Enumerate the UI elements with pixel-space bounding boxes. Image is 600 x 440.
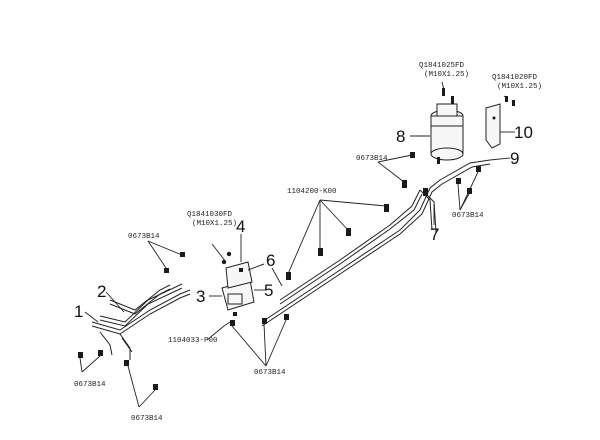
part-number-8: 8 — [396, 127, 406, 146]
part-number-5: 5 — [264, 281, 274, 300]
clip-code-bottom: 0673B14 — [131, 415, 163, 423]
clip-code-right: 0673B14 — [452, 212, 484, 220]
bracket-10 — [485, 96, 515, 149]
filter8-thread: (M10X1.25) — [424, 70, 470, 79]
bracket10-code: Q1841020FD — [492, 74, 538, 82]
filter4-thread: (M10X1.25) — [192, 219, 238, 228]
fuel-filter-8 — [430, 88, 464, 164]
filter4-fastener-code: Q1841030FD (M10X1.25) — [187, 211, 237, 228]
leader-lines — [79, 81, 515, 408]
clip-code-upper-left: 0673B14 — [128, 233, 160, 241]
clip-code-lower-left: 0673B14 — [74, 381, 106, 389]
clip-code-center-bottom: 0673B14 — [254, 369, 286, 377]
part-number-3: 3 — [196, 287, 206, 306]
filter4-code: Q1841030FD — [187, 211, 233, 219]
part-number-4: 4 — [236, 217, 246, 236]
part-number-1: 1 — [74, 302, 84, 321]
part-number-6: 6 — [266, 251, 276, 270]
pipe-part-code: 1104200-K00 — [287, 188, 337, 196]
pipe-clips — [78, 152, 481, 390]
main-fuel-pipes — [261, 159, 491, 327]
part-number-7: 7 — [430, 225, 440, 244]
bracket-part-code: 1104033-P00 — [168, 337, 218, 345]
part-number-10: 10 — [514, 123, 533, 142]
bracket10-thread: (M10X1.25) — [497, 82, 543, 91]
filter8-code: Q1841025FD — [419, 62, 465, 70]
part-number-9: 9 — [510, 149, 520, 168]
filter8-fastener-code: Q1841025FD (M10X1.25) — [419, 62, 469, 79]
bracket10-fastener-code: Q1841020FD (M10X1.25) — [492, 74, 542, 91]
clip-code-upper-right: 0673B14 — [356, 155, 388, 163]
prefilter-assembly — [221, 251, 265, 316]
pipe-assembly-1-2 — [91, 283, 191, 360]
part-number-2: 2 — [97, 282, 107, 301]
